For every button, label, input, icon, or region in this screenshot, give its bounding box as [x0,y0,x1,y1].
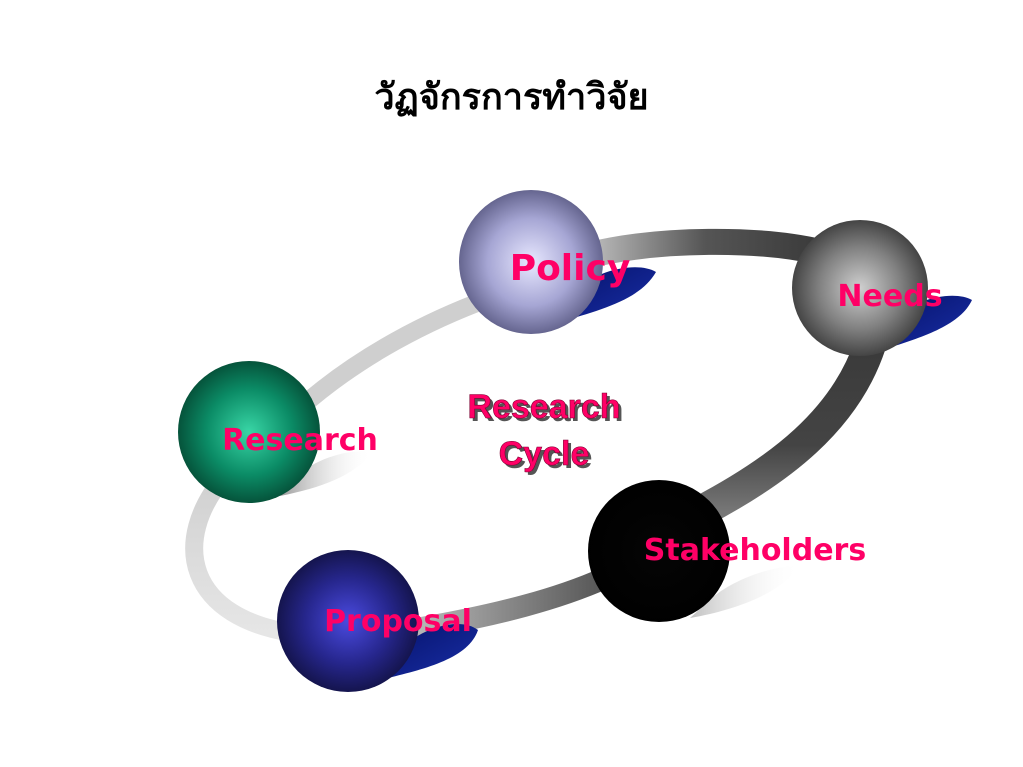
research-sphere [178,361,320,503]
proposal-shadow-fin [380,623,478,680]
ring-segment-left [185,467,309,643]
ring-segment-right [684,329,886,528]
proposal-sphere [277,550,419,692]
ring-segment-top [577,228,833,268]
policy-sphere [459,190,603,334]
needs-sphere [792,220,928,356]
slide-title: วัฏจักรการทำวิจัย [374,76,649,118]
stakeholders-label: Stakeholders [644,533,866,568]
ring-segment-research-policy [291,289,499,417]
center-label-line2-shadow: Cycle [502,438,593,476]
center-label: Research Research Cycle Cycle [467,388,623,476]
research-label: Research [222,423,378,458]
center-label-line1: Research [467,388,620,426]
stakeholders-sphere [588,480,730,622]
policy-label: Policy [510,248,631,289]
ring-segment-bottom [399,567,616,641]
center-label-line1-shadow: Research [470,391,623,429]
center-label-line2: Cycle [499,435,590,473]
research-shadow-fin [280,451,372,496]
stakeholders-shadow-fin [690,565,800,618]
proposal-label: Proposal [324,604,472,639]
needs-label: Needs [837,279,942,314]
